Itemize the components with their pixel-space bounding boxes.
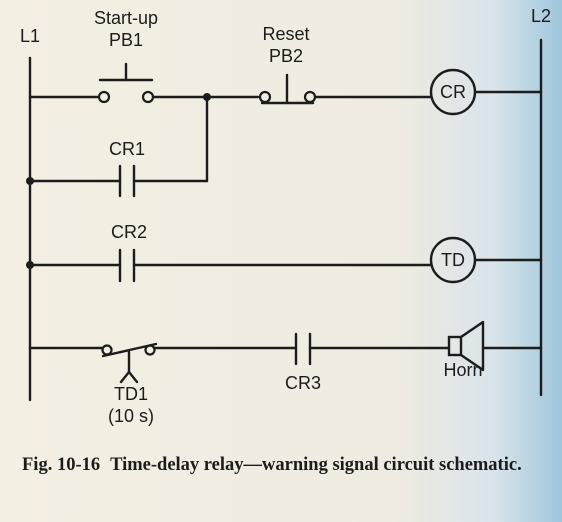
pb2-label: PB2 (269, 46, 303, 66)
pb1-top-label: Start-up (94, 8, 158, 28)
cr1-label: CR1 (109, 139, 145, 159)
figure-caption: Fig. 10-16 Time-delay relay—warning signa… (22, 452, 522, 478)
pb1-label: PB1 (109, 30, 143, 50)
rail-l2-label: L2 (531, 6, 551, 26)
td-coil-label: TD (441, 250, 465, 270)
cr-coil-label: CR (440, 82, 466, 102)
pb2-switch (258, 73, 317, 105)
cr1-branch: CR1 (26, 95, 209, 198)
rung-cr2-td: CR2 TD (26, 222, 543, 284)
rung-1: Start-up PB1 Reset PB2 CR (28, 8, 543, 116)
td1-contact (101, 342, 158, 384)
figure-title: Time-delay relay—warning signal circuit … (110, 455, 522, 475)
cr3-label: CR3 (285, 373, 321, 393)
horn-label: Horn (443, 360, 482, 380)
horn-icon (447, 320, 485, 372)
pb1-switch (97, 62, 155, 104)
figure-number: Fig. 10-16 (22, 455, 101, 475)
cr2-label: CR2 (111, 222, 147, 242)
rail-l1-label: L1 (20, 26, 40, 46)
pb2-top-label: Reset (262, 24, 309, 44)
td1-time-label: (10 s) (108, 406, 154, 426)
td1-label: TD1 (114, 384, 148, 404)
rung-td1-horn: TD1 (10 s) CR3 Horn (28, 320, 543, 426)
